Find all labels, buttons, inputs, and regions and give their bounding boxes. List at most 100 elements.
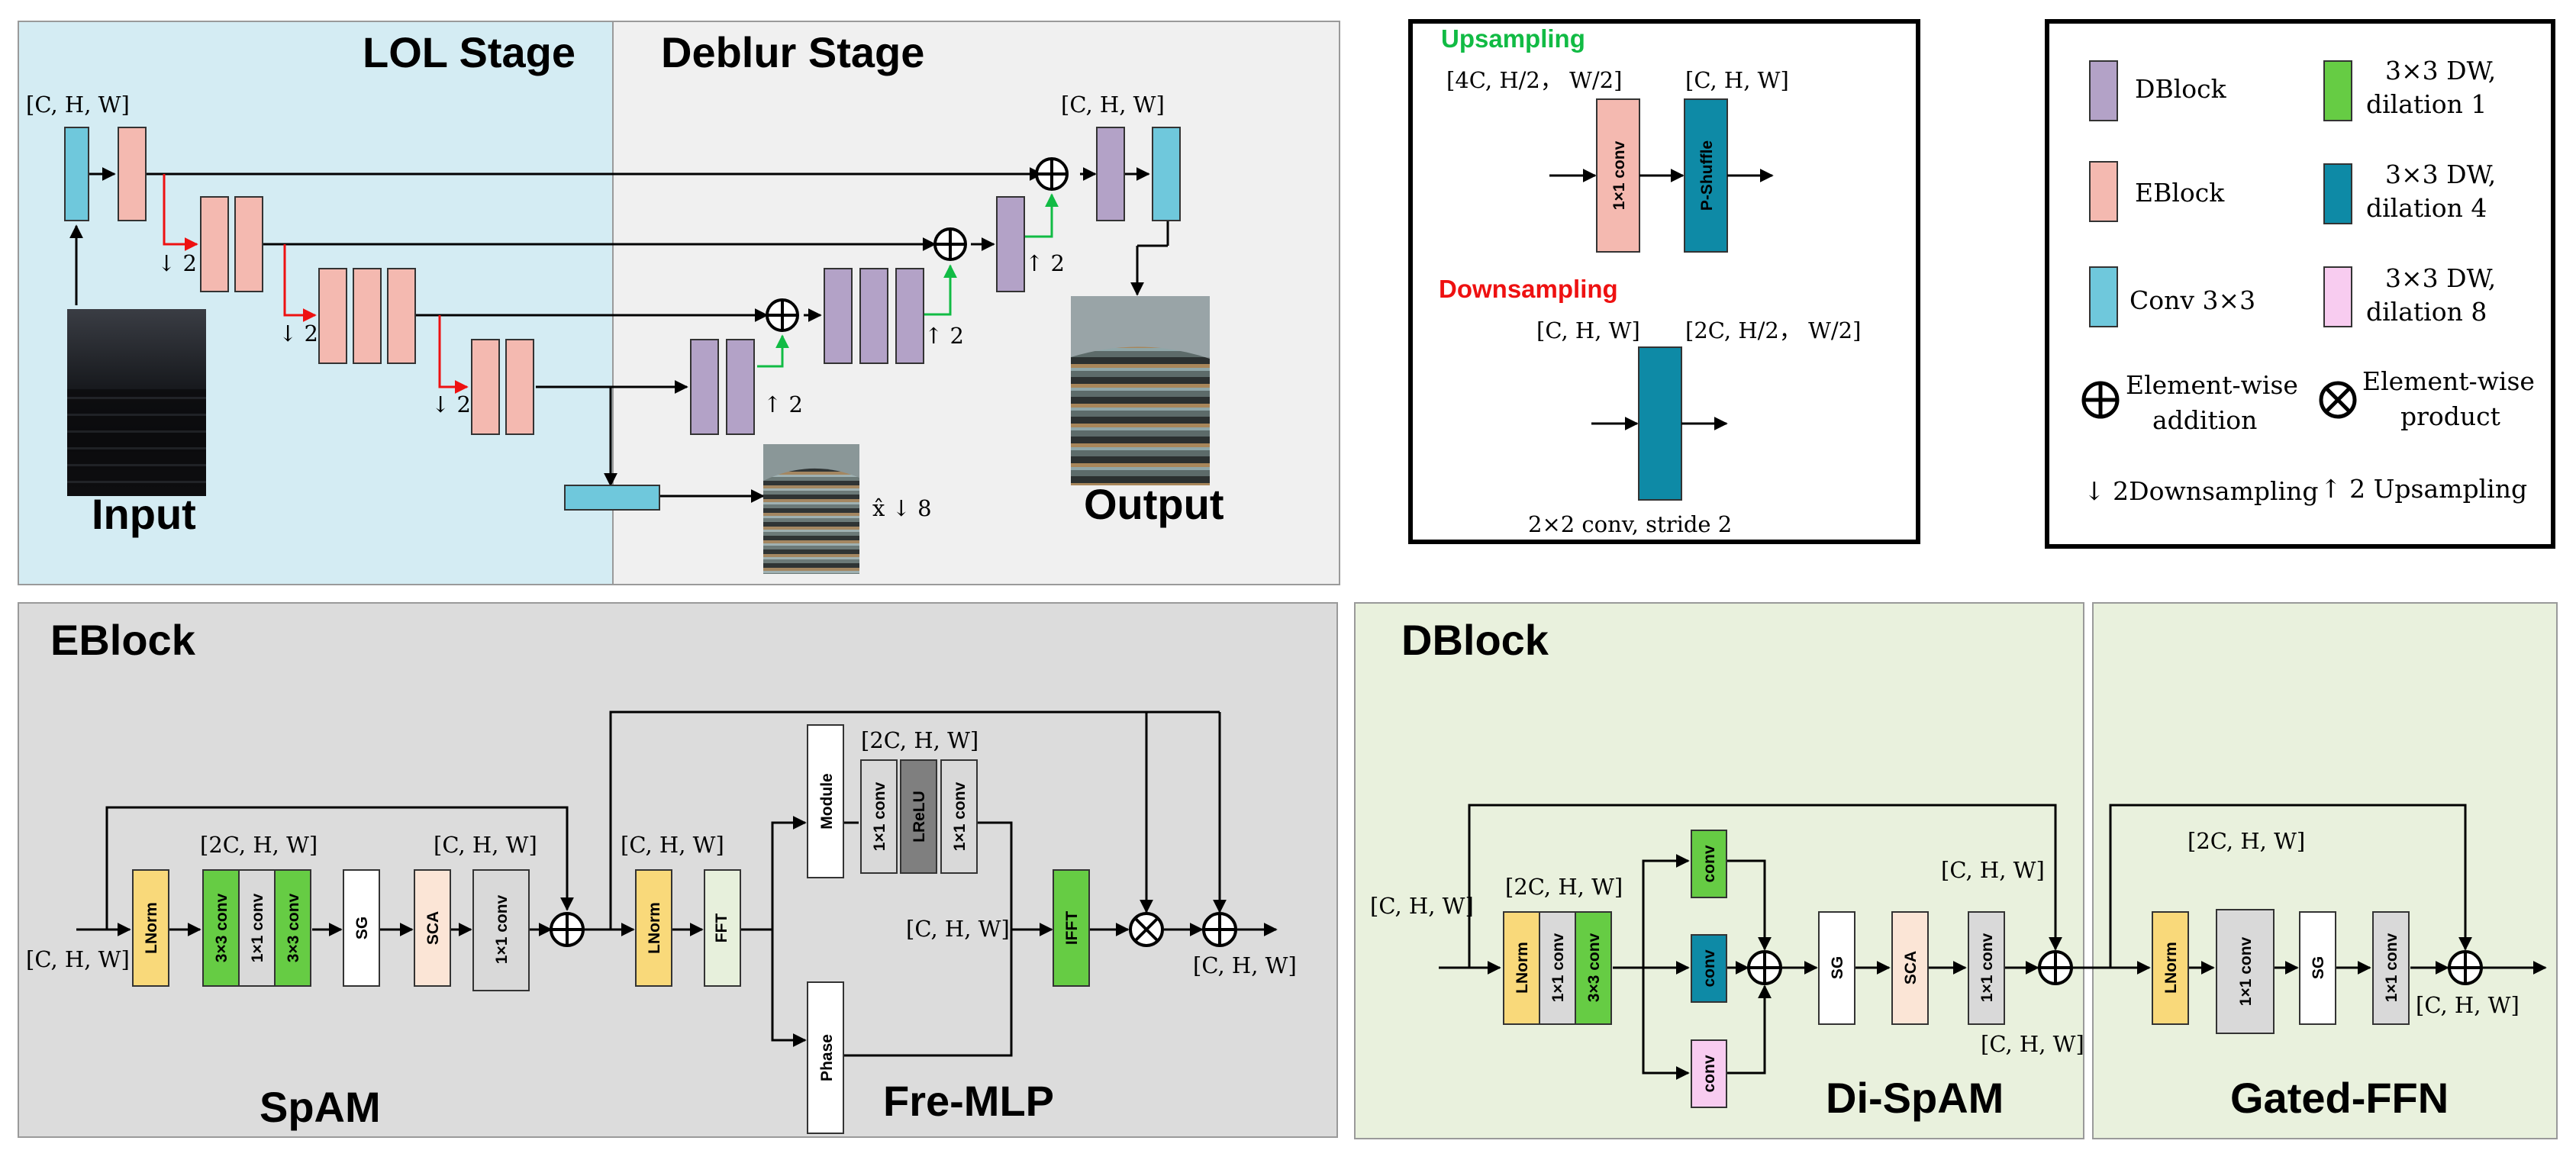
eb-fft xyxy=(704,869,741,987)
eb-lnorm-1 xyxy=(132,869,169,987)
aux-output-conv3 xyxy=(564,485,660,511)
eb-add-node-2 xyxy=(1202,912,1237,947)
db-dwconv-dil4-label: conv xyxy=(1701,949,1718,987)
eb-dim-c2: [C, H, W] xyxy=(621,832,724,858)
legend-dw8-swatch xyxy=(2323,266,2352,327)
eb-lnorm-2 xyxy=(635,869,672,987)
db-lnorm-2-label: LNorm xyxy=(2162,942,2180,994)
db-lnorm-2 xyxy=(2152,911,2189,1025)
aux-output-image xyxy=(763,444,859,574)
eblock-l1-b xyxy=(234,196,263,292)
eb-sg xyxy=(343,869,380,987)
db-dwconv-dil4 xyxy=(1691,934,1727,1003)
input-conv3-block xyxy=(64,127,89,221)
db-sg-2 xyxy=(2299,911,2336,1025)
output-label: Output xyxy=(1084,480,1224,528)
eb-phase xyxy=(807,981,844,1134)
upsampling-title: Upsampling xyxy=(1441,24,1585,53)
up2-label-2: ↑ 2 xyxy=(924,323,964,349)
eblock-panel: EBlock SpAM Fre-MLP LNor xyxy=(18,602,1338,1138)
eb-dim-2c-mlp: [2C, H, W] xyxy=(861,727,978,753)
eb-lnorm-1-label: LNorm xyxy=(143,902,160,954)
db-sg-2-label: SG xyxy=(2310,956,2327,979)
db-dwconv-dil8 xyxy=(1691,1039,1727,1108)
legend-dw8-label-a: 3×3 DW, xyxy=(2385,263,2496,293)
legend-conv3-label: Conv 3×3 xyxy=(2129,285,2255,315)
legend-product-label-b: product xyxy=(2400,401,2500,431)
eb-conv1-b-label: 1×1 conv xyxy=(493,894,511,964)
dblock-l2-a xyxy=(824,268,853,364)
db-add-node-2 xyxy=(2448,950,2483,985)
eb-dim-in: [C, H, W] xyxy=(26,946,130,972)
eblock-l0 xyxy=(118,127,147,221)
legend-dw4-swatch xyxy=(2323,163,2352,224)
legend-dw4-label-a: 3×3 DW, xyxy=(2385,160,2496,189)
db-ffn-conv1-b-label: 1×1 conv xyxy=(2383,933,2400,1002)
up-conv1x1-label: 1×1 conv xyxy=(1610,140,1628,210)
eb-add-node-1 xyxy=(550,912,585,947)
dblock-title: DBlock xyxy=(1401,616,1549,664)
eb-conv3-a xyxy=(202,869,240,987)
down-dim-in: [C, H, W] xyxy=(1536,317,1640,343)
eb-dim-c: [C, H, W] xyxy=(434,832,537,858)
legend-panel: DBlock EBlock Conv 3×3 3×3 DW, dilation … xyxy=(2045,19,2555,549)
db-dim-out: [C, H, W] xyxy=(2416,992,2520,1018)
input-image xyxy=(67,309,206,496)
lol-stage-title: LOL Stage xyxy=(363,28,575,76)
up2-label-1: ↑ 2 xyxy=(763,392,803,417)
eb-conv3-b-label: 3×3 conv xyxy=(285,893,302,962)
up-dim-in: [4C, H/2， W/2] xyxy=(1446,67,1622,93)
eblock-l1-a xyxy=(200,196,229,292)
db-lnorm-1 xyxy=(1503,911,1540,1025)
db-dim-c: [C, H, W] xyxy=(1941,857,2045,883)
legend-dw4-label-b: dilation 4 xyxy=(2366,193,2487,223)
eb-dim-out: [C, H, W] xyxy=(1193,952,1297,978)
db-conv1-b xyxy=(1968,911,2005,1025)
down-caption: 2×2 conv, stride 2 xyxy=(1528,511,1732,537)
eb-mlp-conv1-a-label: 1×1 conv xyxy=(871,781,888,851)
deblur-stage-title: Deblur Stage xyxy=(661,28,924,76)
legend-add-label-a: Element-wise xyxy=(2126,370,2298,400)
eb-conv1-a-label: 1×1 conv xyxy=(249,893,266,962)
eb-sg-label: SG xyxy=(353,917,371,939)
legend-product-icon xyxy=(2319,381,2357,419)
output-dim-label: [C, H, W] xyxy=(1061,92,1165,118)
eb-lnorm-2-label: LNorm xyxy=(646,902,663,954)
legend-down-label: ↓ 2Downsampling xyxy=(2084,476,2318,506)
input-label: Input xyxy=(92,490,196,538)
eb-module-label: Module xyxy=(818,773,836,830)
db-sg-1 xyxy=(1818,911,1855,1025)
up-conv1x1-block xyxy=(1596,98,1640,253)
down2-label-1: ↓ 2 xyxy=(157,250,197,276)
sampling-panel: Upsampling [4C, H/2， W/2] [C, H, W] 1×1 … xyxy=(1408,19,1920,544)
dblock-l2-b xyxy=(859,268,888,364)
db-dwconv-dil1-label: conv xyxy=(1701,845,1718,882)
dispam-title: Di-SpAM xyxy=(1826,1074,2004,1122)
legend-conv3-swatch xyxy=(2089,266,2118,327)
fremlp-title: Fre-MLP xyxy=(883,1077,1054,1125)
legend-eblock-label: EBlock xyxy=(2135,178,2225,208)
eblock-title: EBlock xyxy=(50,616,196,664)
down-conv2x2-block xyxy=(1638,346,1682,501)
x-down8-label: x̂ ↓ 8 xyxy=(872,495,932,521)
down2-label-2: ↓ 2 xyxy=(279,321,318,346)
dblock-l3-b xyxy=(726,339,755,435)
legend-dblock-label: DBlock xyxy=(2135,74,2227,104)
legend-dblock-swatch xyxy=(2089,60,2118,121)
down-dim-out: [2C, H/2， W/2] xyxy=(1685,317,1861,343)
db-sg-1-label: SG xyxy=(1829,956,1846,979)
eb-ifft-label: IFFT xyxy=(1063,911,1081,945)
db-sca xyxy=(1891,911,1929,1025)
eb-mlp-conv1-b xyxy=(940,759,978,874)
db-dim-2c: [2C, H, W] xyxy=(1505,874,1623,900)
eblock-l2-b xyxy=(353,268,382,364)
eblock-l3-a xyxy=(471,339,500,435)
dblock-l3-a xyxy=(690,339,719,435)
db-conv1-b-label: 1×1 conv xyxy=(1978,933,1996,1002)
db-dim-2c-ffn: [2C, H, W] xyxy=(2188,828,2305,854)
db-lnorm-1-label: LNorm xyxy=(1514,942,1531,994)
legend-dw1-label-a: 3×3 DW, xyxy=(2385,56,2496,85)
dblock-l2-c xyxy=(895,268,924,364)
eb-lrelu-label: LReLU xyxy=(911,791,928,843)
eb-lrelu xyxy=(900,759,937,874)
